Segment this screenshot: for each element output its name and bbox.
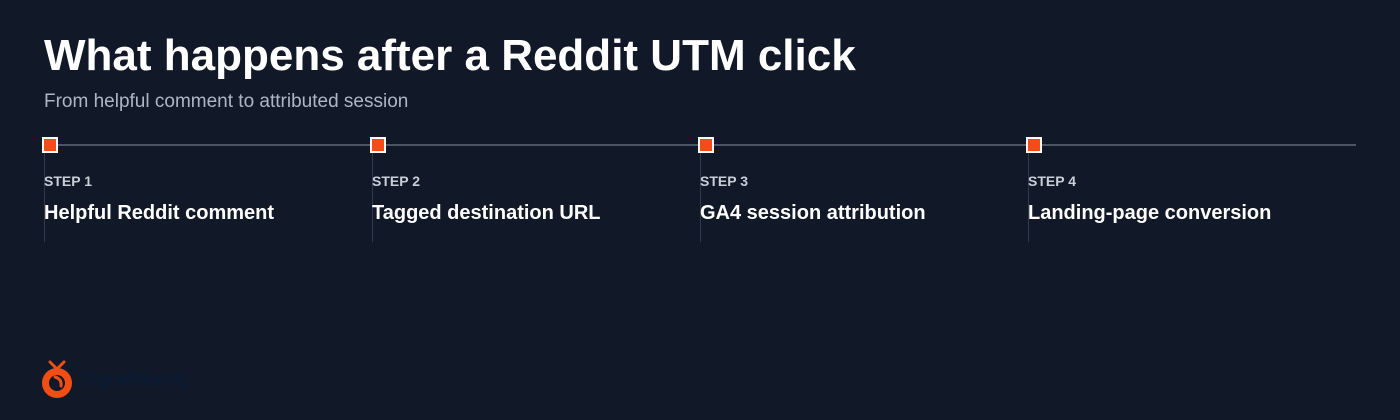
page-subtitle: From helpful comment to attributed sessi…	[44, 91, 409, 112]
brand-lockup: SignalHandy	[40, 360, 190, 400]
timeline-step-1: STEP 1 Helpful Reddit comment	[42, 136, 372, 242]
step-divider	[44, 146, 45, 242]
step-label: STEP 2	[372, 173, 420, 189]
step-marker	[42, 137, 58, 153]
step-marker	[370, 137, 386, 153]
step-marker	[698, 137, 714, 153]
step-title: Helpful Reddit comment	[44, 202, 275, 224]
orange-logo-icon	[42, 360, 72, 398]
timeline-step-3: STEP 3 GA4 session attribution	[698, 136, 1028, 242]
page-title: What happens after a Reddit UTM click	[44, 31, 856, 80]
brand-name: SignalHandy	[80, 369, 190, 390]
timeline-step-2: STEP 2 Tagged destination URL	[370, 136, 700, 242]
step-divider	[372, 146, 373, 242]
step-label: STEP 3	[700, 173, 748, 189]
step-label: STEP 1	[44, 173, 92, 189]
step-title: Tagged destination URL	[372, 202, 601, 224]
step-title: Landing-page conversion	[1028, 202, 1272, 224]
timeline-step-4: STEP 4 Landing-page conversion	[1026, 136, 1356, 242]
step-divider	[1028, 146, 1029, 242]
step-title: GA4 session attribution	[700, 202, 926, 224]
step-divider	[700, 146, 701, 242]
step-marker	[1026, 137, 1042, 153]
step-label: STEP 4	[1028, 173, 1076, 189]
